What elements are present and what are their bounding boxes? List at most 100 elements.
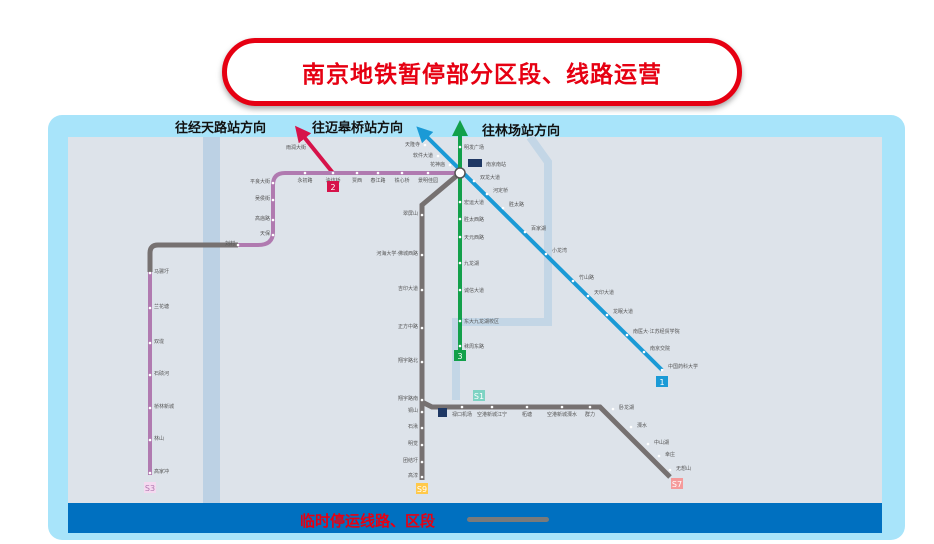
- badge-line1: [656, 376, 668, 387]
- station-dot[interactable]: [646, 442, 650, 446]
- station-label: 花神庙: [430, 161, 445, 168]
- station-dot[interactable]: [472, 179, 476, 183]
- direction-maigaoqiao: 往迈皋桥站方向: [312, 121, 404, 136]
- station-dot[interactable]: [271, 218, 275, 222]
- station-label: 桥林新城: [154, 403, 174, 410]
- station-dot[interactable]: [458, 261, 462, 265]
- station-dot[interactable]: [148, 306, 152, 310]
- station-dot[interactable]: [458, 344, 462, 348]
- station-dot[interactable]: [426, 171, 430, 175]
- badge-s9: [416, 483, 428, 494]
- station-dot[interactable]: [571, 279, 575, 283]
- station-dot[interactable]: [458, 200, 462, 204]
- station-dot[interactable]: [148, 341, 152, 345]
- station-label: 宏运大道: [464, 199, 484, 206]
- station-label: 天元西路: [464, 234, 484, 241]
- station-dot[interactable]: [420, 410, 424, 414]
- train-icon: [468, 159, 482, 167]
- station-dot[interactable]: [271, 181, 275, 185]
- station-dot[interactable]: [420, 443, 424, 447]
- station-label: 河海大学·佛城西路: [376, 250, 418, 257]
- station-dot[interactable]: [525, 405, 529, 409]
- suspended-s3-segment: [147, 242, 238, 272]
- legend-suspended-swatch: [467, 517, 549, 522]
- station-dot[interactable]: [420, 253, 424, 257]
- station-dot[interactable]: [355, 171, 359, 175]
- station-dot[interactable]: [271, 198, 275, 202]
- station-label: 春江路: [370, 177, 385, 184]
- station-dot[interactable]: [458, 217, 462, 221]
- station-dot[interactable]: [458, 145, 462, 149]
- station-dot[interactable]: [420, 288, 424, 292]
- station-dot[interactable]: [642, 350, 646, 354]
- station-label: 无想山: [676, 465, 691, 472]
- station-label: 软件大道: [413, 152, 433, 159]
- station-dot[interactable]: [148, 271, 152, 275]
- station-dot[interactable]: [629, 425, 633, 429]
- station-label: 竹山路: [579, 274, 594, 281]
- hub-station-marker[interactable]: [454, 167, 466, 179]
- station-dot[interactable]: [523, 230, 527, 234]
- station-dot[interactable]: [660, 368, 664, 372]
- station-dot[interactable]: [420, 398, 424, 402]
- badge-s1-label: S1: [474, 392, 484, 401]
- station-label: 铁心桥: [394, 177, 409, 184]
- station-dot[interactable]: [271, 233, 275, 237]
- station-dot[interactable]: [303, 171, 307, 175]
- badge-line3-label: 3: [457, 352, 462, 361]
- station-label: 高淳: [408, 472, 418, 479]
- station-dot[interactable]: [605, 313, 609, 317]
- direction-jingtianlu: 往经天路站方向: [175, 121, 267, 136]
- station-dot[interactable]: [448, 163, 452, 167]
- station-label: 兰花塘: [154, 303, 169, 310]
- station-dot[interactable]: [236, 243, 240, 247]
- station-dot[interactable]: [668, 468, 672, 472]
- station-dot[interactable]: [485, 192, 489, 196]
- station-dot[interactable]: [423, 143, 427, 147]
- station-dot[interactable]: [420, 326, 424, 330]
- station-dot[interactable]: [436, 154, 440, 158]
- station-dot[interactable]: [420, 475, 424, 479]
- station-dot[interactable]: [544, 252, 548, 256]
- station-dot[interactable]: [560, 405, 564, 409]
- station-label: 铜山: [408, 407, 418, 414]
- station-label: 吉印大道: [398, 285, 418, 292]
- station-dot[interactable]: [588, 405, 592, 409]
- suspended-s1-s7-s9: [419, 171, 672, 480]
- station-dot[interactable]: [148, 438, 152, 442]
- station-dot[interactable]: [420, 213, 424, 217]
- station-dot[interactable]: [420, 426, 424, 430]
- station-dot[interactable]: [400, 171, 404, 175]
- station-dot[interactable]: [420, 460, 424, 464]
- line2-arrow: [294, 125, 335, 175]
- station-dot[interactable]: [376, 171, 380, 175]
- station-label: 空港新城江宁: [477, 411, 507, 418]
- station-dot[interactable]: [657, 454, 661, 458]
- station-label: 明发广场: [464, 144, 484, 151]
- station-dot[interactable]: [625, 333, 629, 337]
- station-label: 高庙路: [255, 215, 270, 222]
- station-dot[interactable]: [148, 471, 152, 475]
- station-dot[interactable]: [148, 406, 152, 410]
- station-label: 空港新城溧水: [547, 411, 577, 418]
- station-label: 天保: [260, 230, 270, 237]
- station-dot[interactable]: [331, 171, 335, 175]
- river-west: [203, 137, 220, 503]
- station-dot[interactable]: [501, 206, 505, 210]
- station-label: 群力: [585, 411, 595, 418]
- station-dot[interactable]: [490, 405, 494, 409]
- station-dot[interactable]: [460, 405, 464, 409]
- badge-s7-label: S7: [672, 480, 682, 489]
- station-dot[interactable]: [458, 235, 462, 239]
- station-label: 翠屏山: [403, 210, 418, 217]
- station-dot[interactable]: [458, 319, 462, 323]
- station-label: 永初路: [297, 177, 312, 184]
- station-label: 石湫: [408, 423, 418, 430]
- station-dot[interactable]: [586, 294, 590, 298]
- station-dot[interactable]: [611, 407, 615, 411]
- airplane-icon: [438, 408, 447, 417]
- station-dot[interactable]: [420, 360, 424, 364]
- station-dot[interactable]: [458, 288, 462, 292]
- station-dot[interactable]: [148, 373, 152, 377]
